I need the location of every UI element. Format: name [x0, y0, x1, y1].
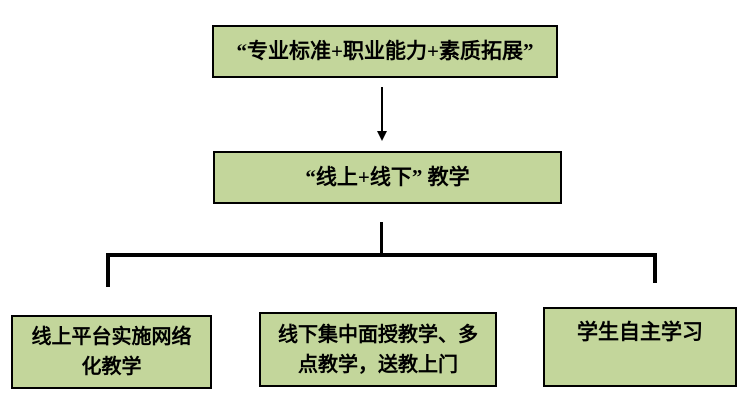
arrow-shaft [381, 87, 383, 132]
connector-horizontal-bar [106, 253, 657, 257]
node-offline-face-to-face-teaching: 线下集中面授教学、多 点教学，送教上门 [259, 312, 497, 387]
node-text-line: 线下集中面授教学、多 [278, 323, 478, 346]
connector-right-drop [653, 253, 657, 283]
node-student-self-study: 学生自主学习 [543, 307, 737, 387]
node-online-platform-teaching: 线上平台实施网络 化教学 [11, 315, 212, 389]
connector-middle-stub [380, 222, 383, 257]
arrow-down-icon [377, 131, 387, 141]
node-text-line: 化教学 [81, 356, 142, 378]
node-text-line: 线上平台实施网络 [31, 326, 192, 348]
node-text-line: 点教学，送教上门 [298, 353, 458, 376]
node-online-offline-teaching: “线上+线下” 教学 [213, 151, 562, 204]
connector-left-drop [106, 253, 110, 287]
node-top-standards: “专业标准+职业能力+素质拓展” [212, 25, 558, 78]
